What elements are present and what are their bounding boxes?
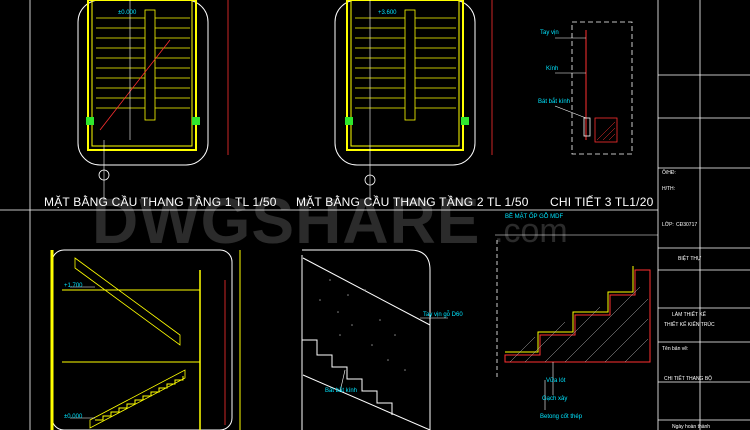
title-plan-2: MẶT BẰNG CẦU THANG TẦNG 2 TL 1/50 (296, 195, 529, 209)
tb-drawing: Tên bản vẽ: (662, 346, 689, 352)
level-mark-4: +3.600 (378, 10, 397, 16)
tb-date: Ngày hoàn thành (672, 424, 711, 430)
label-handrail: Tay vịn (540, 30, 559, 36)
detail-3 (554, 21, 633, 155)
label-mortar: Vữa lót (546, 378, 566, 384)
tb-lop-value: CĐ30717 (676, 222, 698, 228)
label-section-bolt: Bát bắt kính (325, 388, 358, 394)
tb-lop: LỚP: (662, 222, 674, 228)
level-mark-1: +1.700 (64, 283, 83, 289)
stair-section-2 (301, 249, 448, 430)
tb-hvth: H/TH: (662, 186, 676, 192)
tb-drawing-value: CHI TIẾT THANG BỘ (664, 376, 713, 382)
label-concrete: Betong cốt thép (540, 414, 583, 420)
step-detail (495, 234, 658, 410)
title-detail-3: CHI TIẾT 3 TL1/20 (550, 195, 654, 209)
level-mark-2: ±0.000 (64, 414, 83, 420)
title-plan-1: MẶT BẰNG CẦU THANG TẦNG 1 TL 1/50 (44, 195, 277, 209)
label-mdf-surface: BỀ MẶT ỐP GỖ MDF (505, 214, 564, 220)
label-bolt: Bát bắt kính (538, 99, 571, 105)
tb-project: BIỆT THỰ (678, 256, 702, 262)
level-mark-3: ±0.000 (118, 10, 137, 16)
label-glass: Kính (546, 66, 559, 72)
watermark-suffix: .com (494, 212, 568, 250)
stair-plan-2 (334, 0, 493, 200)
tb-task-value: THIẾT KẾ KIẾN TRÚC (664, 322, 715, 328)
watermark-main: DWGSHARE (92, 185, 481, 257)
label-brick: Gạch xây (542, 396, 568, 402)
tb-ohd: Ô/HĐ: (662, 170, 676, 176)
tb-task: LÀM THIẾT KẾ (672, 312, 706, 318)
stair-plan-1 (77, 0, 229, 200)
stair-section-1 (50, 249, 241, 430)
label-handrail-wood: Tay vịn gỗ D60 (423, 312, 463, 318)
